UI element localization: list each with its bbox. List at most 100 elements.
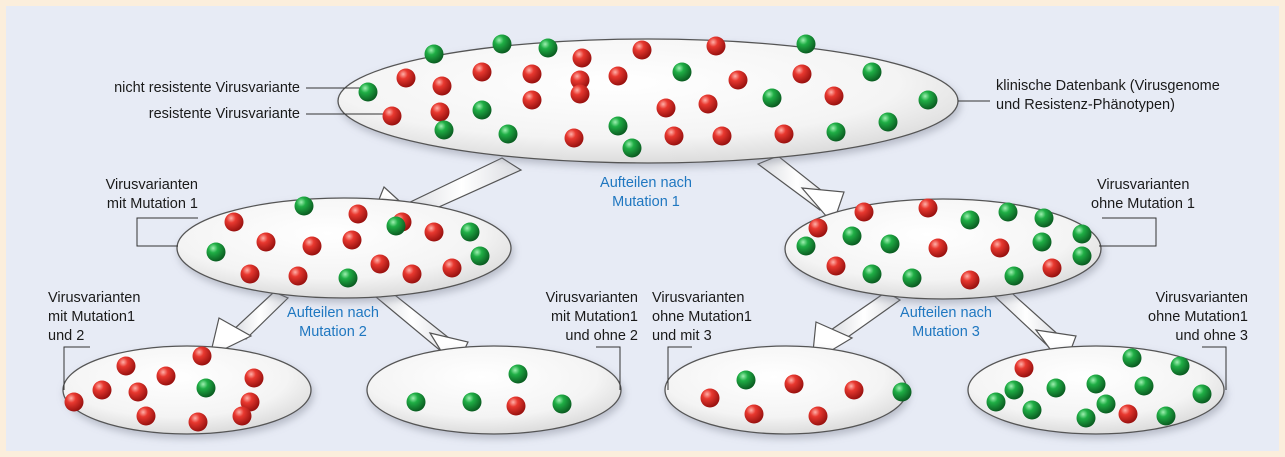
nonresistant-virus-ball xyxy=(881,235,900,254)
nonresistant-virus-ball xyxy=(737,371,756,390)
nonresistant-virus-ball xyxy=(827,123,846,142)
resistant-virus-ball xyxy=(825,87,844,106)
resistant-virus-ball xyxy=(241,265,260,284)
nonresistant-virus-ball xyxy=(493,35,512,54)
nonresistant-virus-ball xyxy=(1047,379,1066,398)
resistant-virus-ball xyxy=(809,219,828,238)
nonresistant-virus-ball xyxy=(207,243,226,262)
resistant-virus-ball xyxy=(1043,259,1062,278)
nonresistant-virus-ball xyxy=(1097,395,1116,414)
nonresistant-virus-ball xyxy=(863,265,882,284)
label-not-m1-without-m3: Virusvarianten ohne Mutation1 und ohne 3 xyxy=(1096,289,1248,346)
nonresistant-virus-ball xyxy=(1193,385,1212,404)
resistant-virus-ball xyxy=(245,369,264,388)
nonresistant-virus-ball xyxy=(1033,233,1052,252)
nonresistant-virus-ball xyxy=(843,227,862,246)
nonresistant-virus-ball xyxy=(1073,225,1092,244)
nonresistant-virus-ball xyxy=(797,35,816,54)
nonresistant-virus-ball xyxy=(471,247,490,266)
label-not-m1-with-m3: Virusvarianten ohne Mutation1 und mit 3 xyxy=(652,289,752,346)
decision-tree-diagram xyxy=(6,6,1279,451)
resistant-virus-ball xyxy=(699,95,718,114)
resistant-virus-ball xyxy=(473,63,492,82)
resistant-virus-ball xyxy=(343,231,362,250)
resistant-virus-ball xyxy=(397,69,416,88)
resistant-virus-ball xyxy=(117,357,136,376)
resistant-virus-ball xyxy=(1119,405,1138,424)
nonresistant-virus-ball xyxy=(961,211,980,230)
nonresistant-virus-ball xyxy=(987,393,1006,412)
resistant-virus-ball xyxy=(193,347,212,366)
nonresistant-virus-ball xyxy=(919,91,938,110)
nonresistant-virus-ball xyxy=(435,121,454,140)
label-resistant: resistente Virusvariante xyxy=(70,105,300,124)
nonresistant-virus-ball xyxy=(1123,349,1142,368)
resistant-virus-ball xyxy=(855,203,874,222)
resistant-virus-ball xyxy=(233,407,252,426)
nonresistant-virus-ball xyxy=(197,379,216,398)
resistant-virus-ball xyxy=(189,413,208,432)
resistant-virus-ball xyxy=(257,233,276,252)
resistant-virus-ball xyxy=(157,367,176,386)
resistant-virus-ball xyxy=(137,407,156,426)
label-nonresistant: nicht resistente Virusvariante xyxy=(70,79,300,98)
resistant-virus-ball xyxy=(571,85,590,104)
nonresistant-virus-ball xyxy=(903,269,922,288)
resistant-virus-ball xyxy=(289,267,308,286)
nonresistant-virus-ball xyxy=(863,63,882,82)
nonresistant-virus-ball xyxy=(673,63,692,82)
label-with-mutation-1: Virusvarianten mit Mutation 1 xyxy=(66,176,198,214)
nonresistant-virus-ball xyxy=(359,83,378,102)
resistant-virus-ball xyxy=(523,91,542,110)
resistant-virus-ball xyxy=(523,65,542,84)
nonresistant-virus-ball xyxy=(1005,267,1024,286)
nonresistant-virus-ball xyxy=(797,237,816,256)
resistant-virus-ball xyxy=(919,199,938,218)
nonresistant-virus-ball xyxy=(539,39,558,58)
nonresistant-virus-ball xyxy=(1077,409,1096,428)
nonresistant-virus-ball xyxy=(1005,381,1024,400)
nonresistant-virus-ball xyxy=(1087,375,1106,394)
resistant-virus-ball xyxy=(433,77,452,96)
resistant-virus-ball xyxy=(745,405,764,424)
resistant-virus-ball xyxy=(431,103,450,122)
resistant-virus-ball xyxy=(225,213,244,232)
nonresistant-virus-ball xyxy=(1135,377,1154,396)
diagram-panel: nicht resistente Virusvariante resistent… xyxy=(6,6,1279,451)
resistant-virus-ball xyxy=(665,127,684,146)
nonresistant-virus-ball xyxy=(473,101,492,120)
resistant-virus-ball xyxy=(371,255,390,274)
nonresistant-virus-ball xyxy=(999,203,1018,222)
resistant-virus-ball xyxy=(425,223,444,242)
nonresistant-virus-ball xyxy=(553,395,572,414)
resistant-virus-ball xyxy=(827,257,846,276)
label-m1-and-m2: Virusvarianten mit Mutation1 und 2 xyxy=(48,289,140,346)
nonresistant-virus-ball xyxy=(339,269,358,288)
resistant-virus-ball xyxy=(349,205,368,224)
resistant-virus-ball xyxy=(403,265,422,284)
nonresistant-virus-ball xyxy=(499,125,518,144)
nonresistant-virus-ball xyxy=(425,45,444,64)
resistant-virus-ball xyxy=(507,397,526,416)
nonresistant-virus-ball xyxy=(1157,407,1176,426)
nonresistant-virus-ball xyxy=(1023,401,1042,420)
resistant-virus-ball xyxy=(1015,359,1034,378)
resistant-virus-ball xyxy=(707,37,726,56)
leader-without-m1 xyxy=(1099,218,1156,246)
nonresistant-virus-ball xyxy=(879,113,898,132)
resistant-virus-ball xyxy=(383,107,402,126)
nonresistant-virus-ball xyxy=(1073,247,1092,266)
nonresistant-virus-ball xyxy=(893,383,912,402)
population-m1-without-m2 xyxy=(367,346,621,434)
resistant-virus-ball xyxy=(785,375,804,394)
resistant-virus-ball xyxy=(809,407,828,426)
resistant-virus-ball xyxy=(775,125,794,144)
label-database: klinische Datenbank (Virusgenome und Res… xyxy=(996,77,1220,115)
nonresistant-virus-ball xyxy=(463,393,482,412)
resistant-virus-ball xyxy=(93,381,112,400)
nonresistant-virus-ball xyxy=(387,217,406,236)
resistant-virus-ball xyxy=(633,41,652,60)
label-split-mutation-3: Aufteilen nach Mutation 3 xyxy=(881,304,1011,342)
resistant-virus-ball xyxy=(991,239,1010,258)
resistant-virus-ball xyxy=(713,127,732,146)
